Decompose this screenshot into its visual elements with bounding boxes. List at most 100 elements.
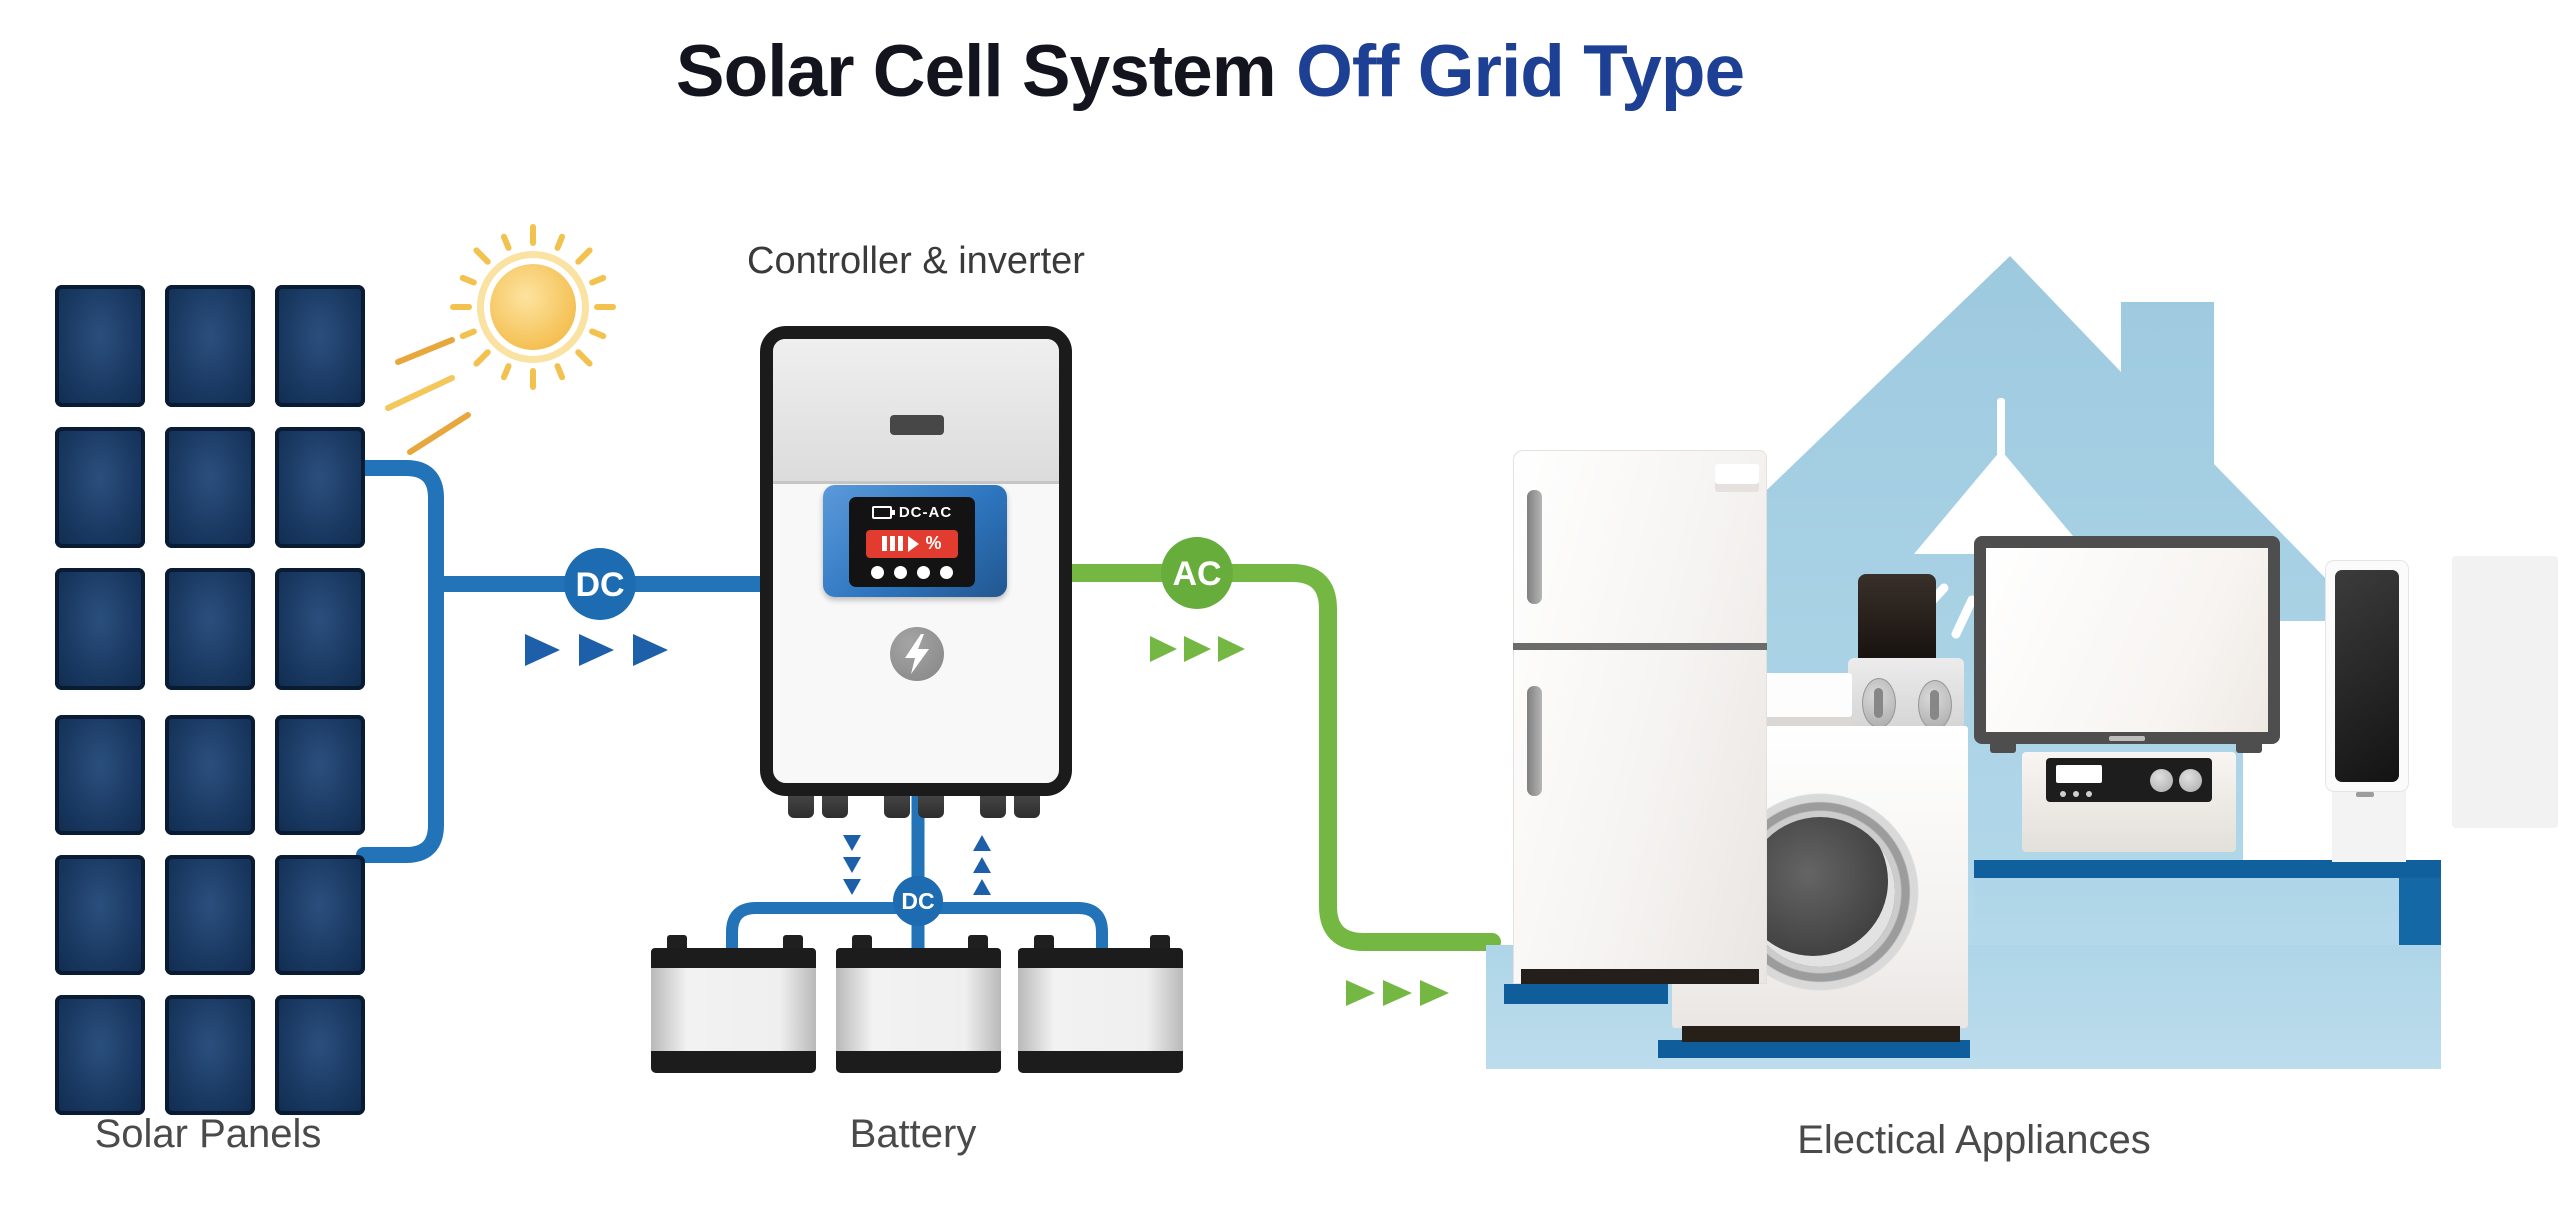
- svg-text:DC: DC: [575, 566, 624, 604]
- percent-symbol: %: [925, 533, 942, 553]
- solar-panel-array-top: [55, 285, 365, 690]
- display-buttons: [871, 566, 953, 579]
- gauge-arrow-icon: [908, 535, 920, 552]
- solar-cell: [55, 715, 145, 835]
- svg-text:DC: DC: [901, 888, 934, 914]
- title-accent: Off Grid Type: [1296, 31, 1745, 112]
- battery-terminal: [852, 935, 872, 951]
- solar-cell: [275, 995, 365, 1115]
- mode-label: DC-AC: [898, 504, 953, 521]
- microwave: [1858, 574, 1936, 666]
- solar-cell: [165, 285, 255, 407]
- tv-screen: [1986, 548, 2268, 732]
- ac-badge: AC: [1161, 537, 1233, 609]
- solar-cell: [55, 285, 145, 407]
- solar-panel-array-bottom: [55, 715, 365, 1115]
- gauge-bar: [898, 536, 904, 551]
- stereo-knob: [2179, 769, 2202, 792]
- battery-wire-path: [726, 792, 1108, 958]
- battery-top: [836, 948, 1001, 968]
- lightning-bolt-icon: [905, 634, 929, 674]
- platform-edge-washer: [1658, 1040, 1970, 1058]
- display-button: [871, 566, 884, 579]
- fridge-base: [1521, 969, 1759, 984]
- tv-foot: [2236, 742, 2262, 753]
- solar-cell: [275, 426, 365, 549]
- solar-cell: [165, 426, 255, 549]
- solar-cell: [275, 855, 365, 975]
- platform-edge-right: [1974, 860, 2441, 878]
- ac-wire-path: [1057, 564, 1501, 951]
- washer-knob: [1862, 678, 1896, 728]
- battery-gauge-icon: %: [866, 529, 958, 558]
- solar-cell: [165, 568, 255, 690]
- stereo-knob: [2150, 769, 2173, 792]
- battery-bottom: [836, 1051, 1001, 1073]
- fridge: [1513, 450, 1767, 984]
- stereo-button: [2073, 791, 2079, 797]
- battery-unit: [836, 935, 1001, 1073]
- display-mode-row: DC-AC: [871, 504, 953, 521]
- status-display: DC-AC %: [823, 485, 1007, 597]
- solar-cell: [55, 995, 145, 1115]
- appliances-label: Electical Appliances: [1797, 1118, 2151, 1162]
- side-cabinet: [2452, 556, 2558, 828]
- speaker-tower: [2325, 560, 2409, 792]
- stereo-display: [2056, 765, 2102, 783]
- display-button: [940, 566, 953, 579]
- battery-label: Battery: [849, 1112, 977, 1156]
- speaker-grille: [2335, 570, 2399, 782]
- controller-top-panel: [773, 339, 1059, 484]
- brand-logo: [890, 627, 944, 681]
- battery-bottom: [651, 1051, 816, 1073]
- speaker-brand-mark: [2356, 792, 2374, 797]
- battery-terminal: [783, 935, 803, 951]
- fridge-handle: [1527, 490, 1542, 604]
- sun-icon: [385, 224, 616, 455]
- dc-badge: DC: [564, 548, 636, 620]
- solar-cell: [55, 568, 145, 690]
- battery-body: [1018, 968, 1183, 1051]
- display-button: [917, 566, 930, 579]
- solar-cell: [165, 715, 255, 835]
- battery-top: [1018, 948, 1183, 968]
- display-screen: DC-AC %: [849, 497, 975, 587]
- controller-inverter-device: DC-AC %: [760, 326, 1072, 796]
- washer-base: [1682, 1026, 1960, 1042]
- ac-flow-arrows-bottom: [1346, 980, 1449, 1006]
- washer-door-glass: [1745, 817, 1895, 967]
- stereo-button: [2086, 791, 2092, 797]
- vent-slot: [890, 415, 944, 435]
- gauge-bar: [890, 536, 896, 551]
- gauge-bar: [882, 536, 888, 551]
- solar-cell: [275, 715, 365, 835]
- display-button: [894, 566, 907, 579]
- battery-top: [651, 948, 816, 968]
- solar-cell: [165, 995, 255, 1115]
- battery-charge-down-arrows: [843, 835, 861, 895]
- battery-terminal: [968, 935, 988, 951]
- solar-cell: [55, 855, 145, 975]
- battery-icon: [871, 506, 895, 519]
- stereo-front-panel: [2046, 758, 2212, 802]
- battery-terminal: [667, 935, 687, 951]
- solar-cell: [275, 285, 365, 407]
- solar-cell: [275, 568, 365, 690]
- battery-body: [836, 968, 1001, 1051]
- battery-terminal: [1034, 935, 1054, 951]
- ac-flow-arrows-top: [1150, 636, 1245, 662]
- solar-panels-label: Solar Panels: [94, 1112, 322, 1156]
- battery-body: [651, 968, 816, 1051]
- platform-edge-fridge: [1504, 984, 1668, 1004]
- tv-foot: [1990, 742, 2016, 753]
- fridge-handle: [1527, 686, 1542, 796]
- solar-cell: [55, 426, 145, 549]
- washer-knob: [1918, 680, 1952, 730]
- title-main: Solar Cell System: [675, 31, 1277, 112]
- battery-unit: [1018, 935, 1183, 1073]
- dc-wire-path: [356, 460, 770, 863]
- svg-text:AC: AC: [1172, 555, 1221, 593]
- stereo-button: [2060, 791, 2066, 797]
